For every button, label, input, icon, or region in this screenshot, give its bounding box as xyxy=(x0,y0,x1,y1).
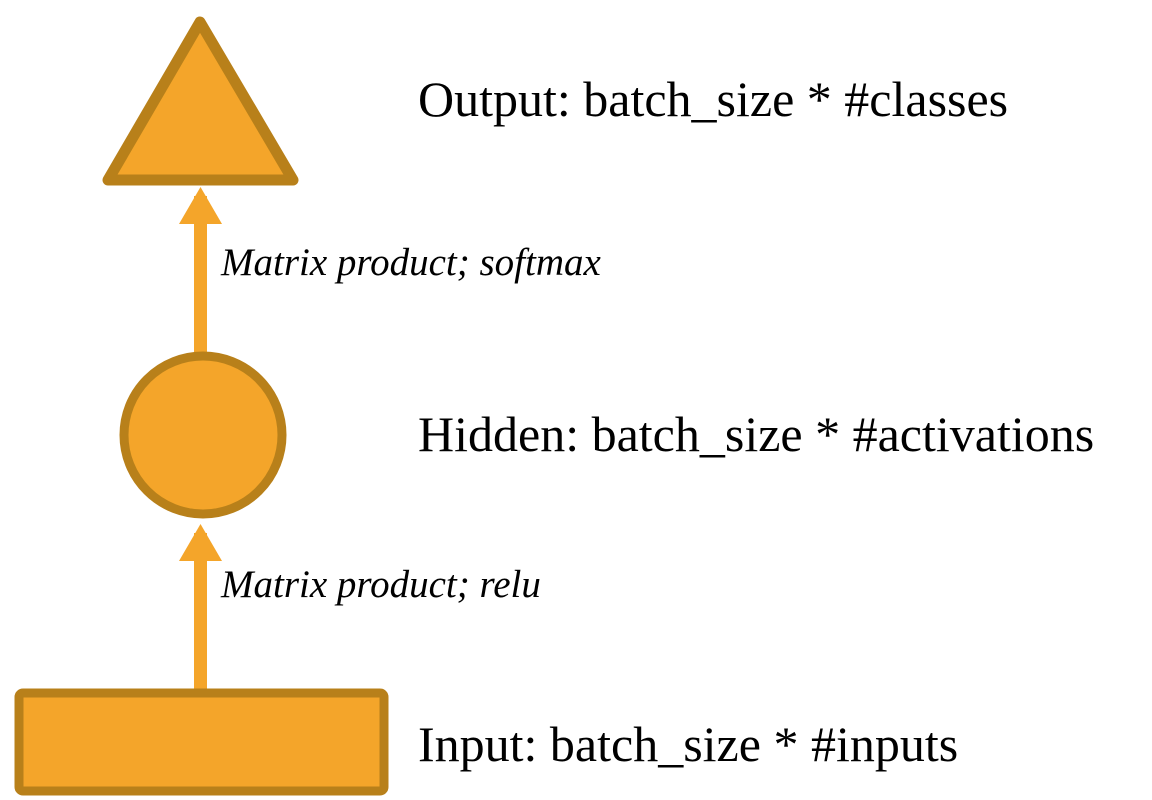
node-input-label: Input: batch_size * #inputs xyxy=(418,716,959,772)
edge-hidden-to-output-arrow xyxy=(179,187,222,358)
node-output-label: Output: batch_size * #classes xyxy=(418,71,1009,127)
edge-input-to-hidden-label: Matrix product; relu xyxy=(221,563,541,606)
edge-input-to-hidden-arrow xyxy=(179,524,222,690)
node-input-rectangle xyxy=(14,688,389,796)
node-hidden-label: Hidden: batch_size * #activations xyxy=(418,406,1095,462)
edge-hidden-to-output-label: Matrix product; softmax xyxy=(221,241,601,284)
node-output-triangle xyxy=(102,16,299,186)
node-hidden-circle xyxy=(119,351,287,519)
